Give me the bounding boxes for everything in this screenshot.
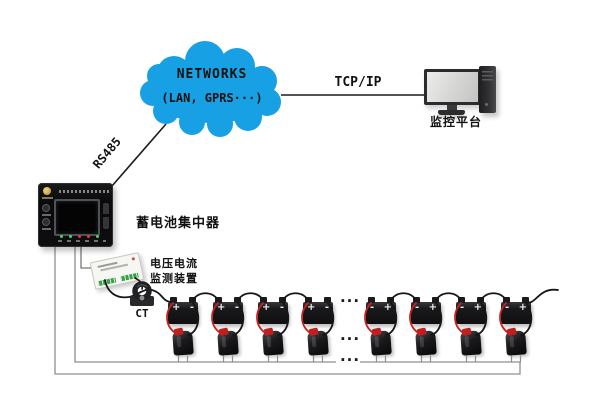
ellipsis-sensors: ···: [339, 330, 361, 348]
status-led: [60, 235, 63, 238]
monitor-screen: [427, 72, 478, 102]
side-port-strip: [103, 203, 109, 229]
status-led: [96, 235, 99, 238]
vc-monitor-label-line2: 监测装置: [150, 272, 198, 285]
status-led: [69, 235, 72, 238]
status-led: [78, 235, 81, 238]
cloud-title: NETWORKS: [176, 67, 248, 82]
tcp-ip-label: TCP/IP: [334, 75, 382, 90]
rs485-label: RS485: [90, 134, 124, 172]
led-label-row: [58, 240, 106, 242]
panel-button-label: [42, 228, 51, 230]
ct-label: CT: [135, 307, 149, 320]
concentrator-device: [38, 183, 113, 247]
device-title-text: [59, 190, 111, 193]
panel-button: [42, 218, 50, 226]
concentrator-label: 蓄电池集中器: [136, 216, 221, 231]
cloud-subtitle: (LAN, GPRS···): [161, 91, 263, 105]
panel-button-label: [42, 214, 51, 216]
monitor-stand: [447, 105, 457, 110]
ellipsis-batteries: ···: [339, 292, 361, 310]
status-led-row: [60, 235, 99, 238]
concentrator-screen: [54, 199, 100, 236]
status-led: [87, 235, 90, 238]
monitor-icon: [424, 69, 481, 105]
brand-logo-text: [42, 197, 53, 199]
ellipsis-bus: ···: [339, 351, 361, 369]
panel-button: [42, 204, 50, 212]
monitor-base: [438, 110, 465, 115]
pc-tower-icon: [479, 66, 496, 113]
monitoring-platform-label: 监控平台: [429, 115, 482, 129]
vc-monitor-label-line1: 电压电流: [150, 257, 198, 270]
brand-logo-icon: [43, 187, 51, 195]
